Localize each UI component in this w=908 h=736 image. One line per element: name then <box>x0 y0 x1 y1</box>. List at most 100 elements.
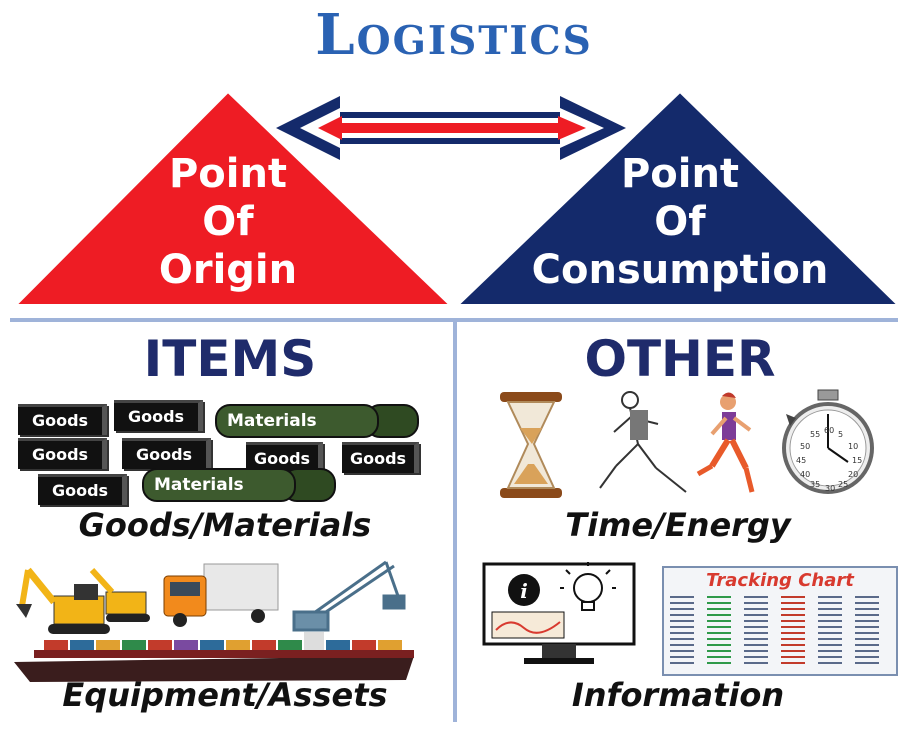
running-woman-icon <box>696 392 755 493</box>
truck-icon <box>163 563 279 627</box>
goods-box: Goods <box>246 442 323 473</box>
tracking-chart-cell <box>818 614 842 616</box>
tracking-chart-cell <box>744 650 768 652</box>
tracking-chart-cell <box>670 656 694 658</box>
dial-number: 40 <box>800 470 811 479</box>
other-heading: OTHER <box>584 330 776 388</box>
dial-number: 30 <box>825 484 836 493</box>
tracking-chart-cell <box>707 662 731 664</box>
tracking-chart-cell <box>818 656 842 658</box>
tracking-chart-cell <box>818 632 842 634</box>
tracking-chart-cell <box>707 614 731 616</box>
goods-box: Goods <box>18 404 107 435</box>
tracking-chart-cell <box>818 662 842 664</box>
tracking-chart-cell <box>781 656 805 658</box>
tracking-chart-cell <box>670 650 694 652</box>
equipment-assets-caption: Equipment/Assets <box>62 676 388 714</box>
tracking-chart-cell <box>781 620 805 622</box>
origin-line-3: Origin <box>158 247 298 293</box>
tracking-chart-cell <box>707 638 731 640</box>
tracking-chart-cell <box>744 626 768 628</box>
tracking-chart-cell <box>744 656 768 658</box>
tracking-chart-cell <box>855 662 879 664</box>
tracking-chart-cell <box>744 662 768 664</box>
hourglass-icon <box>500 392 562 498</box>
tracking-chart-cell <box>670 662 694 664</box>
tracking-chart-cell <box>744 644 768 646</box>
origin-triangle <box>13 90 453 306</box>
dial-number: 25 <box>838 480 849 489</box>
tracking-chart-cell <box>744 614 768 616</box>
tracking-chart-cell <box>818 608 842 610</box>
tracking-chart-cell <box>707 632 731 634</box>
route-graph-icon <box>491 611 565 639</box>
tracking-chart-cell <box>781 614 805 616</box>
tracking-chart-cell <box>670 632 694 634</box>
tracking-chart-cell <box>781 662 805 664</box>
dial-number: 60 <box>824 426 835 435</box>
dial-number: 45 <box>796 456 807 465</box>
consumption-line-2: Of <box>654 199 706 245</box>
tracking-chart-cell <box>707 596 731 598</box>
dial-number: 55 <box>810 430 821 439</box>
origin-line-1: Point <box>168 151 288 197</box>
tracking-chart-cell <box>744 638 768 640</box>
tracking-chart-rows <box>670 596 879 664</box>
tracking-chart-cell <box>744 602 768 604</box>
tracking-chart-cell <box>781 650 805 652</box>
tracking-chart-cell <box>818 638 842 640</box>
tracking-chart-cell <box>744 608 768 610</box>
tracking-chart-cell <box>855 644 879 646</box>
tracking-chart-cell <box>855 608 879 610</box>
tracking-chart-cell <box>670 638 694 640</box>
tracking-chart-cell <box>818 644 842 646</box>
tracking-chart-cell <box>855 626 879 628</box>
tracking-chart-cell <box>781 644 805 646</box>
tracking-chart-cell <box>670 602 694 604</box>
goods-box: Goods <box>38 474 127 505</box>
tracking-chart-cell <box>818 650 842 652</box>
tracking-chart-cell <box>670 644 694 646</box>
consumption-label: Point Of Consumption <box>515 150 845 294</box>
dial-number: 10 <box>848 442 859 451</box>
tracking-chart-panel: Tracking Chart <box>662 566 898 676</box>
tracking-chart-cell <box>707 650 731 652</box>
svg-text:i: i <box>520 579 528 603</box>
goods-materials-caption: Goods/Materials <box>78 506 372 544</box>
goods-box: Goods <box>18 438 107 469</box>
tracking-chart-cell <box>670 614 694 616</box>
tracking-chart-cell <box>744 620 768 622</box>
double-arrow-icon <box>276 96 626 160</box>
tracking-chart-cell <box>744 596 768 598</box>
lightbulb-icon <box>560 562 616 611</box>
tracking-chart-cell <box>670 626 694 628</box>
stopwatch-icon <box>782 389 874 494</box>
tracking-chart-cell <box>670 596 694 598</box>
stopwatch-dial: 5 10 15 20 25 30 35 40 45 50 55 60 <box>796 426 864 494</box>
dial-number: 35 <box>810 480 821 489</box>
tracking-chart-cell <box>855 656 879 658</box>
tracking-chart-cell <box>855 602 879 604</box>
tracking-chart-cell <box>855 638 879 640</box>
tracking-chart-cell <box>744 632 768 634</box>
tracking-chart-cell <box>707 602 731 604</box>
tracking-chart-cell <box>781 632 805 634</box>
tracking-chart-cell <box>781 602 805 604</box>
tracking-chart-cell <box>818 620 842 622</box>
dial-number: 5 <box>838 430 844 439</box>
excavator-icon <box>16 567 110 634</box>
tracking-chart-cell <box>707 626 731 628</box>
dial-number: 15 <box>852 456 863 465</box>
running-man-sketch-icon <box>599 391 687 493</box>
dial-number: 50 <box>800 442 811 451</box>
tracking-chart-cell <box>855 596 879 598</box>
tracking-chart-cell <box>855 620 879 622</box>
crane-icon <box>292 560 406 632</box>
tracking-chart-cell <box>670 620 694 622</box>
goods-box: Goods <box>114 400 203 431</box>
items-heading: ITEMS <box>143 330 317 388</box>
tracking-chart-cell <box>818 596 842 598</box>
cargo-ship-icon <box>14 632 414 682</box>
